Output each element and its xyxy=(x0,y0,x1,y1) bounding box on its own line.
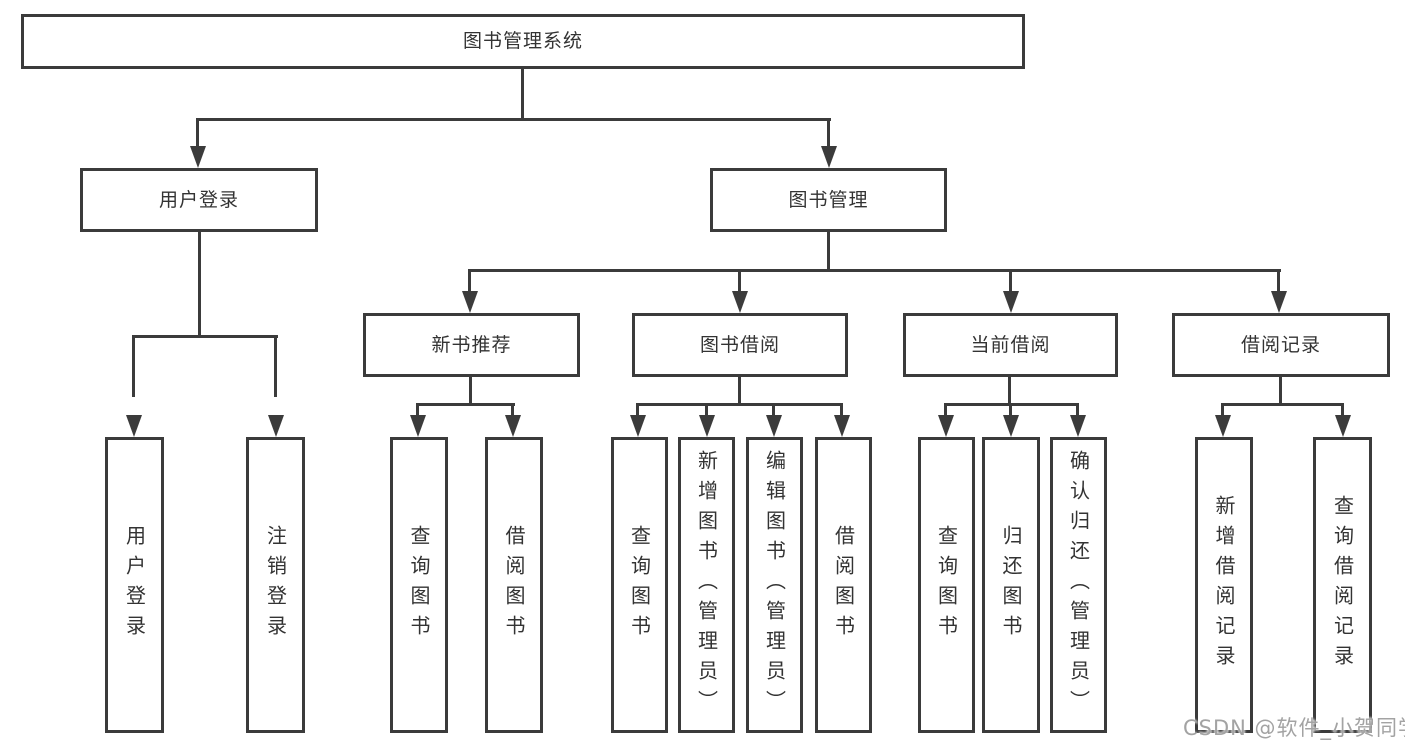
node-user-login: 用户登录 xyxy=(80,168,318,232)
arrow-down-icon xyxy=(1070,415,1086,437)
leaf-label: 借阅图书 xyxy=(831,525,856,645)
arrow-down-icon xyxy=(1215,415,1231,437)
connector-current-stem xyxy=(1008,377,1011,406)
leaf-edit-books-admin: 编辑图书（管理员） xyxy=(746,437,803,733)
connector-borrowing-drop-4 xyxy=(840,403,843,420)
connector-current-rail xyxy=(945,403,1079,406)
node-borrowing-records: 借阅记录 xyxy=(1172,313,1390,377)
arrow-down-icon xyxy=(1003,291,1019,313)
connector-user-login-rail xyxy=(133,335,278,338)
node-label: 图书管理系统 xyxy=(462,30,583,52)
node-current-borrowing: 当前借阅 xyxy=(903,313,1118,377)
connector-root-drop-left xyxy=(196,118,199,150)
leaf-label: 确认归还（管理员） xyxy=(1066,450,1091,720)
leaf-label: 用户登录 xyxy=(122,525,147,645)
node-book-management: 图书管理 xyxy=(710,168,947,232)
node-label: 借阅记录 xyxy=(1240,333,1321,356)
connector-book-mgmt-drop-3 xyxy=(1009,269,1012,296)
connector-root-stem xyxy=(521,69,524,119)
arrow-down-icon xyxy=(126,415,142,437)
leaf-label: 借阅图书 xyxy=(502,525,526,645)
connector-user-login-drop-2 xyxy=(274,335,277,397)
connector-records-rail xyxy=(1223,403,1344,406)
connector-new-book-drop-1 xyxy=(416,403,419,420)
leaf-label: 查询图书 xyxy=(934,525,959,645)
connector-new-book-drop-2 xyxy=(511,403,514,420)
arrow-down-icon xyxy=(766,415,782,437)
connector-records-drop-2 xyxy=(1341,403,1344,420)
leaf-label: 注销登录 xyxy=(263,525,288,645)
connector-current-drop-3 xyxy=(1076,403,1079,420)
connector-root-rail xyxy=(197,118,831,121)
connector-new-book-rail xyxy=(417,403,515,406)
connector-borrowing-rail xyxy=(637,403,843,406)
arrow-down-icon xyxy=(630,415,646,437)
arrow-down-icon xyxy=(410,415,426,437)
leaf-query-books-borrowing: 查询图书 xyxy=(611,437,668,733)
connector-user-login-stem xyxy=(198,232,201,337)
leaf-label: 编辑图书（管理员） xyxy=(762,450,787,720)
leaf-add-borrow-record: 新增借阅记录 xyxy=(1195,437,1253,733)
connector-current-drop-2 xyxy=(1009,403,1012,420)
connector-book-mgmt-stem xyxy=(827,232,830,272)
connector-current-drop-1 xyxy=(944,403,947,420)
connector-user-login-drop-1 xyxy=(132,335,135,397)
connector-book-mgmt-rail xyxy=(469,269,1281,272)
node-book-borrowing: 图书借阅 xyxy=(632,313,848,377)
arrow-down-icon xyxy=(821,146,837,168)
node-label: 新书推荐 xyxy=(431,333,512,356)
arrow-down-icon xyxy=(1003,415,1019,437)
connector-book-mgmt-drop-1 xyxy=(468,269,471,296)
leaf-label: 查询图书 xyxy=(627,525,652,645)
arrow-down-icon xyxy=(190,146,206,168)
leaf-query-books-recommend: 查询图书 xyxy=(390,437,448,733)
leaf-add-books-admin: 新增图书（管理员） xyxy=(678,437,735,733)
connector-records-stem xyxy=(1279,377,1282,406)
arrow-down-icon xyxy=(462,291,478,313)
arrow-down-icon xyxy=(505,415,521,437)
connector-borrowing-drop-2 xyxy=(705,403,708,420)
arrow-down-icon xyxy=(1271,291,1287,313)
connector-new-book-stem xyxy=(469,377,472,406)
connector-borrowing-drop-3 xyxy=(772,403,775,420)
connector-records-drop-1 xyxy=(1221,403,1224,420)
leaf-label: 新增借阅记录 xyxy=(1212,495,1236,675)
leaf-logout: 注销登录 xyxy=(246,437,305,733)
node-label: 图书借阅 xyxy=(699,333,780,356)
arrow-down-icon xyxy=(268,415,284,437)
leaf-return-books: 归还图书 xyxy=(982,437,1040,733)
arrow-down-icon xyxy=(834,415,850,437)
leaf-borrow-books-recommend: 借阅图书 xyxy=(485,437,543,733)
arrow-down-icon xyxy=(1335,415,1351,437)
csdn-watermark: CSDN @软件_小贺同学 xyxy=(1183,716,1405,740)
leaf-confirm-return-admin: 确认归还（管理员） xyxy=(1050,437,1107,733)
leaf-user-login: 用户登录 xyxy=(105,437,164,733)
arrow-down-icon xyxy=(699,415,715,437)
node-new-book-recommendation: 新书推荐 xyxy=(363,313,580,377)
leaf-borrow-books: 借阅图书 xyxy=(815,437,872,733)
node-library-management-system: 图书管理系统 xyxy=(21,14,1025,69)
connector-root-drop-right xyxy=(827,118,830,150)
connector-borrowing-drop-1 xyxy=(636,403,639,420)
connector-borrowing-stem xyxy=(738,377,741,406)
leaf-label: 查询借阅记录 xyxy=(1330,495,1355,675)
connector-book-mgmt-drop-4 xyxy=(1277,269,1280,296)
leaf-label: 查询图书 xyxy=(407,525,431,645)
leaf-label: 新增图书（管理员） xyxy=(694,450,719,720)
node-label: 用户登录 xyxy=(158,188,239,211)
node-label: 图书管理 xyxy=(788,188,869,211)
connector-book-mgmt-drop-2 xyxy=(738,269,741,296)
node-label: 当前借阅 xyxy=(970,333,1051,356)
arrow-down-icon xyxy=(732,291,748,313)
leaf-query-books-current: 查询图书 xyxy=(918,437,975,733)
leaf-label: 归还图书 xyxy=(999,525,1023,645)
arrow-down-icon xyxy=(938,415,954,437)
leaf-query-borrow-record: 查询借阅记录 xyxy=(1313,437,1372,733)
